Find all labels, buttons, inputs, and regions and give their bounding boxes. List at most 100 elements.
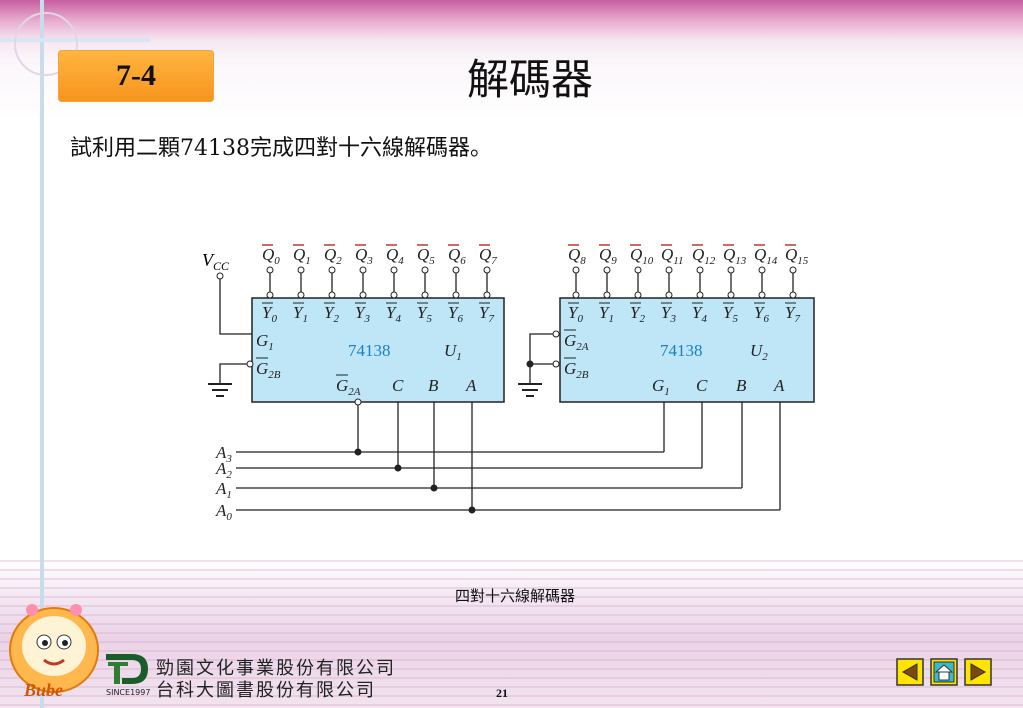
- output-q-label: Q10: [630, 245, 654, 267]
- output-q-label: Q6: [448, 245, 466, 267]
- bube-mascot-icon: Bube: [9, 604, 99, 700]
- decoder-diagram: VCC G1 G2B G2A C B A: [196, 234, 832, 523]
- ground-icon: [518, 383, 542, 397]
- output-pins: Q0Y0Q1Y1Q2Y2Q3Y3Q4Y4Q5Y5Q6Y6Q7Y7Q8Y0Q9Y1…: [262, 244, 809, 325]
- pin-y-label: Y0: [262, 303, 277, 325]
- output-terminal: [483, 266, 491, 274]
- address-junctions: [354, 448, 476, 514]
- pin-y-label: Y6: [448, 303, 463, 325]
- output-q-label: Q13: [723, 245, 747, 267]
- u2-part-label: 74138: [660, 341, 703, 360]
- output-inversion-bubble: [297, 291, 305, 299]
- publisher-line-2: 台科大圖書股份有限公司: [156, 680, 376, 701]
- since-label: SINCE1997: [106, 688, 151, 697]
- output-inversion-bubble: [634, 291, 642, 299]
- pin-y-label: Y6: [754, 303, 769, 325]
- u2-b-label: B: [736, 376, 747, 395]
- output-q-label: Q4: [386, 245, 404, 267]
- u2-ground-junction: [526, 360, 534, 368]
- home-icon: [934, 664, 954, 681]
- output-terminal: [758, 266, 766, 274]
- diagram-caption: 四對十六線解碼器: [454, 587, 575, 605]
- u1-a-label: A: [465, 376, 477, 395]
- page-number: 21: [496, 686, 508, 700]
- pin-y-label: Y7: [785, 303, 800, 325]
- output-inversion-bubble: [452, 291, 460, 299]
- input-wires: [236, 402, 781, 511]
- pin-y-label: Y5: [723, 303, 738, 325]
- output-terminal: [789, 266, 797, 274]
- output-inversion-bubble: [789, 291, 797, 299]
- pin-y-label: Y7: [479, 303, 494, 325]
- output-terminal: [328, 266, 336, 274]
- pin-y-label: Y4: [692, 303, 707, 325]
- output-terminal: [634, 266, 642, 274]
- u1-part-label: 74138: [348, 341, 391, 360]
- output-terminal: [603, 266, 611, 274]
- instruction-text: 試利用二顆74138完成四對十六線解碼器。: [70, 136, 492, 161]
- output-q-label: Q14: [754, 245, 778, 267]
- decor-swirl: [14, 12, 78, 76]
- output-terminal: [297, 266, 305, 274]
- publisher-logo-icon: [106, 654, 148, 684]
- triangle-left-icon: [901, 663, 918, 681]
- output-inversion-bubble: [390, 291, 398, 299]
- next-button[interactable]: [964, 658, 992, 686]
- output-inversion-bubble: [727, 291, 735, 299]
- decor-vertical-line: [40, 0, 44, 708]
- chip-u2-body: [559, 297, 815, 403]
- output-inversion-bubble: [572, 291, 580, 299]
- output-inversion-bubble: [696, 291, 704, 299]
- output-terminal: [452, 266, 460, 274]
- output-terminal: [421, 266, 429, 274]
- section-badge: 7-4: [58, 50, 214, 102]
- section-label: 7-4: [116, 59, 156, 92]
- u2-a-label: A: [773, 376, 785, 395]
- vcc-to-g1-wire: [219, 279, 252, 335]
- footer-stripes: [0, 560, 1023, 708]
- pin-y-label: Y0: [568, 303, 583, 325]
- prev-button[interactable]: [896, 658, 924, 686]
- output-q-label: Q7: [479, 245, 497, 267]
- output-q-label: Q0: [262, 245, 280, 267]
- output-terminal: [359, 266, 367, 274]
- pin-y-label: Y1: [599, 303, 614, 325]
- vcc-label: VCC: [202, 250, 230, 273]
- pin-y-label: Y2: [324, 303, 339, 325]
- address-input-label: A2: [215, 459, 232, 481]
- output-inversion-bubble: [266, 291, 274, 299]
- page-title: 解碼器: [466, 55, 593, 104]
- chip-u1-body: [251, 297, 505, 403]
- output-inversion-bubble: [758, 291, 766, 299]
- u2-g2b-bubble: [552, 360, 560, 368]
- output-q-label: Q5: [417, 245, 435, 267]
- pin-y-label: Y2: [630, 303, 645, 325]
- output-terminal: [266, 266, 274, 274]
- output-q-label: Q1: [293, 245, 311, 267]
- u1-c-label: C: [392, 376, 404, 395]
- address-input-label: A0: [215, 501, 232, 522]
- u2-c-label: C: [696, 376, 708, 395]
- output-inversion-bubble: [603, 291, 611, 299]
- decoder-schematic: VCC G1 G2B G2A C B A: [202, 244, 815, 523]
- u1-g2b-bubble: [246, 360, 254, 368]
- triangle-right-icon: [970, 663, 987, 681]
- output-inversion-bubble: [483, 291, 491, 299]
- pin-y-label: Y3: [355, 303, 370, 325]
- u2-g2a-wire: [529, 333, 553, 384]
- output-inversion-bubble: [421, 291, 429, 299]
- output-terminal: [572, 266, 580, 274]
- u1-g2b-wire: [219, 363, 248, 384]
- output-inversion-bubble: [359, 291, 367, 299]
- output-terminal: [665, 266, 673, 274]
- output-terminal: [727, 266, 735, 274]
- output-terminal: [696, 266, 704, 274]
- mascot-text: Bube: [23, 680, 63, 700]
- output-q-label: Q2: [324, 245, 342, 267]
- address-input-label: A3: [215, 443, 232, 465]
- home-button[interactable]: [930, 658, 958, 686]
- u1-b-label: B: [428, 376, 439, 395]
- output-q-label: Q15: [785, 245, 809, 267]
- output-terminal: [390, 266, 398, 274]
